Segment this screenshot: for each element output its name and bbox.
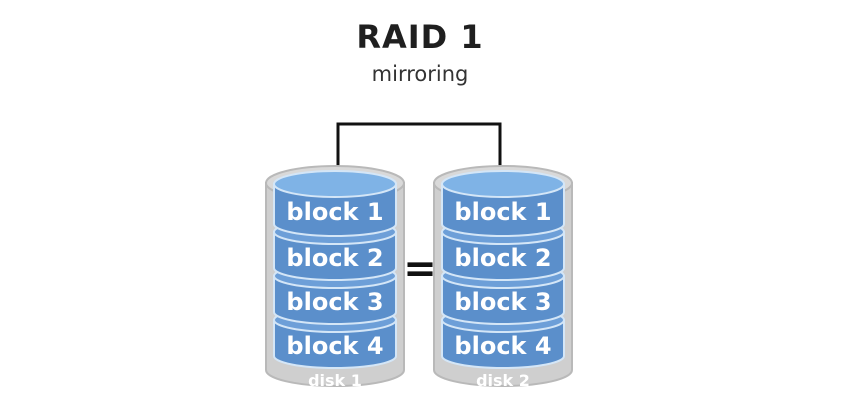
equals-sign: =	[403, 246, 437, 292]
block-label: block 1	[454, 198, 551, 226]
disk-2-label: disk 2	[476, 371, 530, 390]
block-label: block 4	[454, 332, 551, 360]
block-label: block 4	[286, 332, 383, 360]
disk-2-block-1: block 1	[441, 170, 565, 237]
block-label: block 2	[454, 244, 551, 272]
block-label: block 2	[286, 244, 383, 272]
disk-1-block-1: block 1	[273, 170, 397, 237]
disk-1-label: disk 1	[308, 371, 362, 390]
block-label: block 3	[454, 288, 551, 316]
block-label: block 3	[286, 288, 383, 316]
mirror-connector	[336, 122, 502, 168]
disk-1: block 4 block 3 block 2 block 1 disk 1	[265, 165, 405, 390]
block-label: block 1	[286, 198, 383, 226]
diagram-subtitle: mirroring	[371, 62, 469, 86]
disk-2: block 4 block 3 block 2 block 1 disk 2	[433, 165, 573, 390]
diagram-title: RAID 1	[356, 18, 484, 56]
